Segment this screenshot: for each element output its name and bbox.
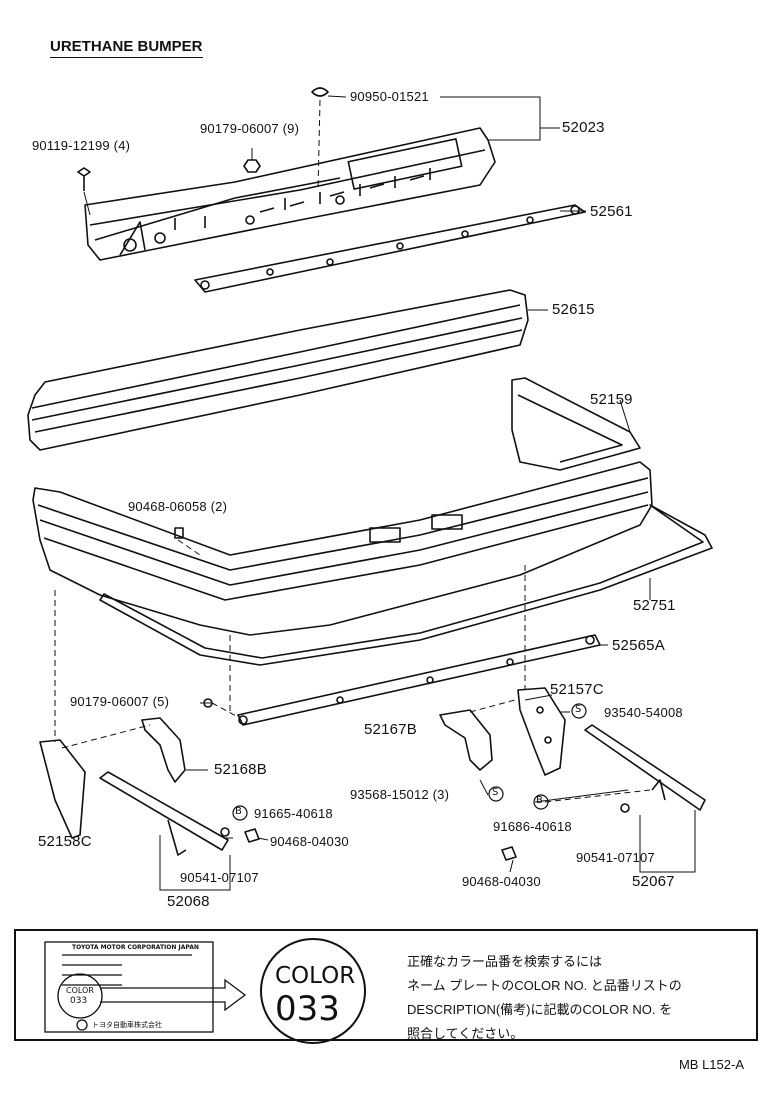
reinforcement-52023 [84,127,496,261]
piece-52158c [39,739,86,839]
plate-maker: TOYOTA MOTOR CORPORATION JAPAN [72,944,199,951]
label-52561: 52561 [590,203,633,220]
note-line-3: DESCRIPTION(備考)に記載のCOLOR NO. を [407,1002,673,1017]
absorber-52615 [27,289,529,451]
bracket-52068 [99,771,229,856]
info-box [14,929,758,1041]
dashed-guides [54,99,651,803]
note-line-4: 照合してください。 [407,1026,524,1041]
label-93568-15012: 93568-15012 (3) [350,787,450,802]
label-52565a: 52565A [612,637,665,654]
color-seal [260,938,366,1044]
label-90950-01521: 90950-01521 [350,89,429,104]
callout-b-1: B [235,806,242,817]
bracket-52157c [517,687,566,776]
label-91686-40618: 91686-40618 [493,819,572,834]
note-line-1: 正確なカラー品番を検索するには [407,954,603,969]
diagram-code: MB L152-A [678,1057,744,1072]
label-91665-40618: 91665-40618 [254,806,333,821]
strip-52751 [99,504,713,666]
callout-b-2: B [536,795,543,806]
diagram-title: URETHANE BUMPER [50,38,203,58]
label-52168b: 52168B [214,761,267,778]
plate-color-word: COLOR [66,986,94,995]
name-plate [44,941,247,1033]
label-52615: 52615 [552,301,595,318]
bracket-52167b [439,709,493,771]
label-52157c: 52157C [550,681,604,698]
callout-s-1: S [575,704,582,715]
retainer-52561 [194,204,586,293]
label-52068: 52068 [167,893,210,910]
label-90468-04030-b: 90468-04030 [462,874,541,889]
plate-stamp: トヨタ自動車株式会社 [92,1021,162,1029]
bracket-52067 [584,724,706,811]
seal-color-code: 033 [275,989,340,1029]
label-52159: 52159 [590,391,633,408]
side-piece-52159 [511,377,641,471]
note-line-2: ネーム プレートのCOLOR NO. と品番リストの [407,978,682,993]
label-52067: 52067 [632,873,675,890]
label-52167b: 52167B [364,721,417,738]
seal-color-word: COLOR [275,963,356,989]
callout-circles [232,703,587,821]
retainer-52565a [237,634,601,726]
label-90468-06058: 90468-06058 (2) [128,499,228,514]
label-93540-54008: 93540-54008 [604,705,683,720]
label-90119-12199: 90119-12199 (4) [32,138,131,153]
label-52023: 52023 [562,119,605,136]
label-52158c: 52158C [38,833,92,850]
label-90541-07107-b: 90541-07107 [576,850,655,865]
label-90468-04030-a: 90468-04030 [270,834,349,849]
bumper-cover [32,461,653,636]
leader-lines [83,95,696,891]
fasteners [77,87,630,861]
plate-color-code: 033 [70,996,88,1006]
callout-s-2: S [492,787,499,798]
label-90541-07107-a: 90541-07107 [180,870,259,885]
label-90179-06007-5: 90179-06007 (5) [70,694,170,709]
bracket-52168b [141,717,186,783]
label-52751: 52751 [633,597,676,614]
label-90179-06007-9: 90179-06007 (9) [200,121,300,136]
